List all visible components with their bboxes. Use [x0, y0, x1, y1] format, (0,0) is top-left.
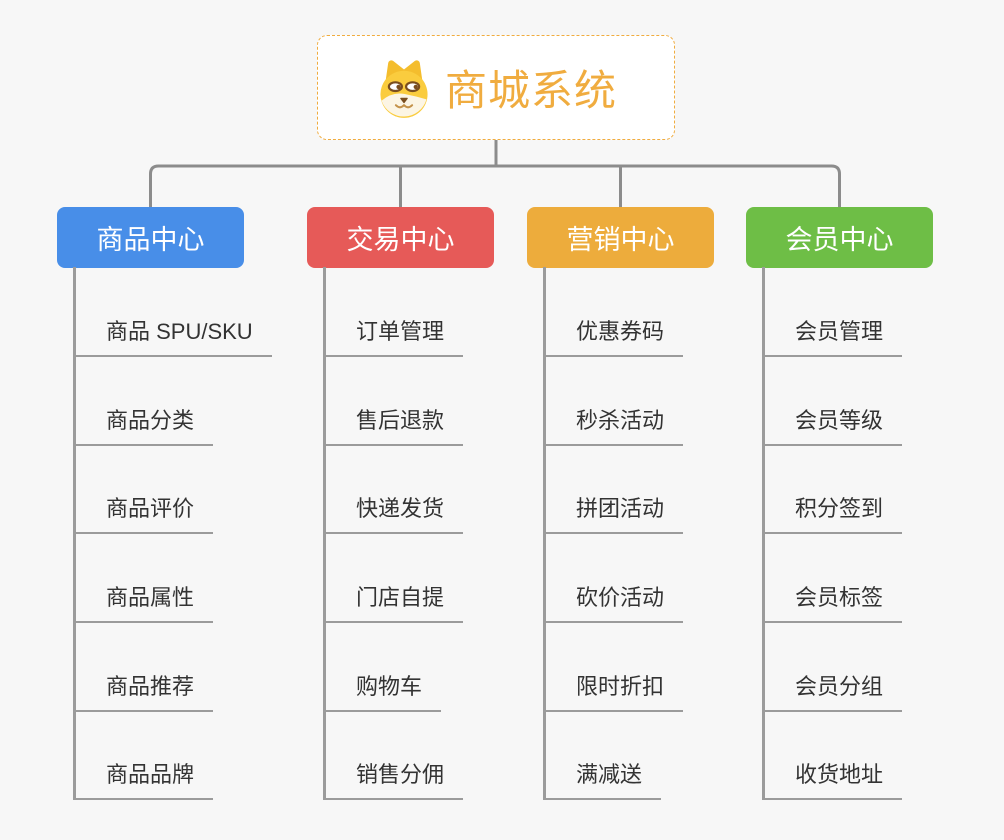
child-node[interactable]: 商品品牌	[73, 760, 214, 800]
root-node-label: 商城系统	[444, 67, 617, 114]
child-node[interactable]: 商品推荐	[73, 672, 214, 712]
child-node[interactable]: 商品 SPU/SKU	[73, 317, 272, 357]
child-node[interactable]: 会员等级	[762, 406, 903, 446]
child-node[interactable]: 会员管理	[762, 317, 903, 357]
root-node[interactable]: 商城系统	[317, 35, 675, 140]
dog-icon	[380, 59, 428, 118]
child-node[interactable]: 砍价活动	[543, 583, 684, 623]
child-node[interactable]: 商品分类	[73, 406, 214, 446]
child-node[interactable]: 快递发货	[323, 494, 464, 534]
child-node[interactable]: 会员标签	[762, 583, 903, 623]
child-node[interactable]: 购物车	[323, 672, 442, 712]
child-node[interactable]: 优惠券码	[543, 317, 684, 357]
branch-node-members[interactable]: 会员中心	[746, 207, 933, 268]
child-node[interactable]: 门店自提	[323, 583, 464, 623]
branch-node-products[interactable]: 商品中心	[57, 207, 244, 268]
branch-node-trade[interactable]: 交易中心	[307, 207, 494, 268]
child-node[interactable]: 售后退款	[323, 406, 464, 446]
child-node[interactable]: 会员分组	[762, 672, 903, 712]
branch-node-marketing[interactable]: 营销中心	[527, 207, 714, 268]
child-node[interactable]: 商品评价	[73, 494, 214, 534]
child-node[interactable]: 销售分佣	[323, 760, 464, 800]
child-node[interactable]: 限时折扣	[543, 672, 684, 712]
child-node[interactable]: 满减送	[543, 760, 662, 800]
child-node[interactable]: 收货地址	[762, 760, 903, 800]
child-node[interactable]: 订单管理	[323, 317, 464, 357]
child-node[interactable]: 商品属性	[73, 583, 214, 623]
child-node[interactable]: 积分签到	[762, 494, 903, 534]
child-node[interactable]: 拼团活动	[543, 494, 684, 534]
child-node[interactable]: 秒杀活动	[543, 406, 684, 446]
